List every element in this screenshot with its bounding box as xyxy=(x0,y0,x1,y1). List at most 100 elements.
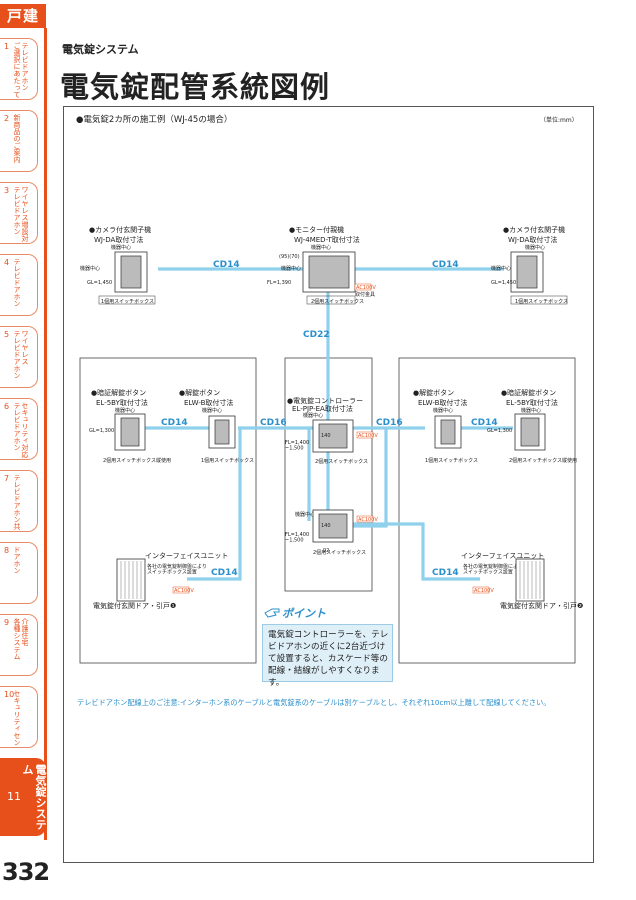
svg-text:2個用スイッチボックス: 2個用スイッチボックス xyxy=(315,458,368,465)
svg-text:●モニター付親機: ●モニター付親機 xyxy=(289,225,344,234)
chapter-tab-5[interactable]: 5 ワイヤレス テレビドアホン xyxy=(0,326,38,388)
point-callout-box xyxy=(262,624,393,682)
zone-right xyxy=(398,357,576,664)
chapter-tab-1[interactable]: 1 テレビドアホン ご選択にあたって xyxy=(0,38,38,100)
svg-text:WJ-DA取付寸法: WJ-DA取付寸法 xyxy=(94,235,143,244)
point-heading: ポイント xyxy=(282,607,326,620)
chapter-tab-10[interactable]: 10 セキュリティセンサー xyxy=(0,686,38,748)
svg-text:●解錠ボタン: ●解錠ボタン xyxy=(413,388,454,397)
point-callout-text: 電気錠コントローラーを、テレビドアホンの近くに2台近づけて設置すると、カスケード… xyxy=(268,630,389,688)
svg-text:●カメラ付玄関子機: ●カメラ付玄関子機 xyxy=(503,225,565,234)
chapter-tab-7[interactable]: 7 テレビドアホン共通 xyxy=(0,470,38,532)
svg-text:機器中心: 機器中心 xyxy=(115,407,135,414)
device-camera-left: ●カメラ付玄関子機 WJ-DA取付寸法 機器中心 機器中心 GL=1,450 1… xyxy=(80,225,156,305)
diagram-frame xyxy=(63,106,594,863)
interface-unit-right: インターフェイスユニット 各社の電気錠制御盤によりスイッチボックス設置 AC10… xyxy=(461,551,583,610)
svg-text:●暗証解錠ボタン: ●暗証解錠ボタン xyxy=(91,388,146,397)
wiring-diagram: ●電気錠2カ所の施工例（WJ-45の場合） （単位:mm） CD14 CD14 … xyxy=(76,114,583,664)
svg-text:各社の電気錠制御盤によりスイッチボックス設置: 各社の電気錠制御盤によりスイッチボックス設置 xyxy=(463,563,523,576)
svg-text:機器中心: 機器中心 xyxy=(295,511,315,518)
chapter-label: 新商品のご案内 xyxy=(13,114,21,163)
page-number: 332 xyxy=(2,858,50,886)
chapter-label: セキュリティセンサー xyxy=(13,690,21,746)
svg-text:取付金具: 取付金具 xyxy=(355,291,375,298)
svg-text:GL=1,450: GL=1,450 xyxy=(491,280,516,286)
chapter-number: 9 xyxy=(4,618,10,627)
svg-text:●カメラ付玄関子機: ●カメラ付玄関子機 xyxy=(89,225,151,234)
svg-text:機器中心: 機器中心 xyxy=(433,407,453,414)
chapter-label: ワイヤレス テレビドアホン xyxy=(13,330,29,379)
chapter-tab-2[interactable]: 2 新商品のご案内 xyxy=(0,110,38,172)
svg-text:GL=1,300: GL=1,300 xyxy=(487,428,512,434)
svg-text:機器中心: 機器中心 xyxy=(80,265,100,272)
svg-text:AC100V: AC100V xyxy=(174,588,194,594)
cable-cd16-right-down xyxy=(345,428,388,528)
svg-text:機器中心: 機器中心 xyxy=(202,407,222,414)
svg-text:機器中心: 機器中心 xyxy=(311,244,331,251)
chapter-number: 3 xyxy=(4,186,10,195)
cable-label-cd22: CD22 xyxy=(303,330,330,340)
chapter-label: 介護住宅 各種システム xyxy=(13,618,29,660)
cable-label-cd14: CD14 xyxy=(432,260,459,270)
chapter-number: 1 xyxy=(4,42,10,51)
svg-text:140: 140 xyxy=(321,523,331,529)
svg-text:1個用スイッチボックス: 1個用スイッチボックス xyxy=(101,298,154,305)
category-tab[interactable]: 戸建 xyxy=(0,4,46,28)
svg-text:機器中心: 機器中心 xyxy=(525,244,545,251)
svg-text:機器中心: 機器中心 xyxy=(111,244,131,251)
device-code-button-left: ●暗証解錠ボタン EL-5BY取付寸法 機器中心 GL=1,300 2個用スイッ… xyxy=(89,388,171,464)
chapter-tab-11-active[interactable]: 11 電気錠システム xyxy=(0,758,47,836)
zone-left xyxy=(79,357,257,664)
chapter-number: 5 xyxy=(4,330,10,339)
svg-text:(95)(70): (95)(70) xyxy=(279,254,300,260)
chapter-label: テレビドアホン ご選択にあたって xyxy=(13,42,29,98)
cable-cd14-door-right xyxy=(345,522,480,581)
svg-text:AC100V: AC100V xyxy=(358,433,378,439)
chapter-tab-4[interactable]: 4 テレビドアホン xyxy=(0,254,38,316)
svg-text:各社の電気錠制御盤によりスイッチボックス設置: 各社の電気錠制御盤によりスイッチボックス設置 xyxy=(147,563,207,576)
svg-text:EL-5BY取付寸法: EL-5BY取付寸法 xyxy=(96,398,148,407)
cable-label-cd14: CD14 xyxy=(471,418,498,428)
cable-lines xyxy=(143,267,513,581)
svg-text:2個用スイッチボックス: 2個用スイッチボックス xyxy=(313,549,366,556)
device-monitor: ●モニター付親機 WJ-4MED-T取付寸法 機器中心 (95)(70) 機器中… xyxy=(267,225,376,305)
cable-label-cd14: CD14 xyxy=(432,568,459,578)
cable-label-cd16: CD16 xyxy=(376,418,403,428)
device-camera-right: ●カメラ付玄関子機 WJ-DA取付寸法 機器中心 機器中心 GL=1,450 1… xyxy=(491,225,568,305)
svg-text:140: 140 xyxy=(321,433,331,439)
chapter-tab-9[interactable]: 9 介護住宅 各種システム xyxy=(0,614,38,676)
diagram-caption: ●電気錠2カ所の施工例（WJ-45の場合） xyxy=(76,114,232,125)
cable-cd14-door-left xyxy=(187,428,242,581)
chapter-label: テレビドアホン共通 xyxy=(13,474,21,530)
svg-text:2個用スイッチボックス: 2個用スイッチボックス xyxy=(311,298,364,305)
svg-text:WJ-4MED-T取付寸法: WJ-4MED-T取付寸法 xyxy=(294,235,360,244)
svg-text:2個用スイッチボックス縦使用: 2個用スイッチボックス縦使用 xyxy=(509,457,577,464)
chapter-tab-6[interactable]: 6 セキュリティ対応 テレビドアホン xyxy=(0,398,38,460)
chapter-number: 8 xyxy=(4,546,10,555)
svg-text:1個用スイッチボックス: 1個用スイッチボックス xyxy=(201,457,254,464)
section-subtitle: 電気錠システム xyxy=(62,43,139,56)
svg-text:GL=1,300: GL=1,300 xyxy=(89,428,114,434)
svg-text:92: 92 xyxy=(323,548,329,554)
chapter-number: 4 xyxy=(4,258,10,267)
chapter-label: 電気錠システム xyxy=(21,764,47,830)
chapter-label: テレビドアホン xyxy=(13,258,21,307)
svg-text:EL-PJP-EA取付寸法: EL-PJP-EA取付寸法 xyxy=(292,404,353,413)
cable-label-cd14: CD14 xyxy=(213,260,240,270)
svg-text:機器中心: 機器中心 xyxy=(491,265,511,272)
chapter-label: ドアホン xyxy=(13,546,21,574)
svg-text:FL=1,400~1,500: FL=1,400~1,500 xyxy=(285,532,309,544)
svg-text:インターフェイスユニット: インターフェイスユニット xyxy=(461,551,544,560)
svg-text:AC100V: AC100V xyxy=(358,517,378,523)
svg-text:WJ-DA取付寸法: WJ-DA取付寸法 xyxy=(508,235,557,244)
svg-text:AC100V: AC100V xyxy=(474,588,494,594)
cable-label-cd16: CD16 xyxy=(260,418,287,428)
chapter-sidebar: 戸建 1 テレビドアホン ご選択にあたって 2 新商品のご案内 3 ワイヤレス増… xyxy=(0,0,50,900)
svg-text:AC100V: AC100V xyxy=(356,285,376,291)
chapter-tab-8[interactable]: 8 ドアホン xyxy=(0,542,38,604)
svg-text:FL=1,390: FL=1,390 xyxy=(267,280,291,286)
chapter-label: ワイヤレス増設対応 テレビドアホン xyxy=(13,186,29,242)
device-release-button-left: ●解錠ボタン ELW-B取付寸法 機器中心 1個用スイッチボックス xyxy=(179,388,254,464)
hand-pointer-icon xyxy=(264,608,280,618)
chapter-tab-3[interactable]: 3 ワイヤレス増設対応 テレビドアホン xyxy=(0,182,38,244)
